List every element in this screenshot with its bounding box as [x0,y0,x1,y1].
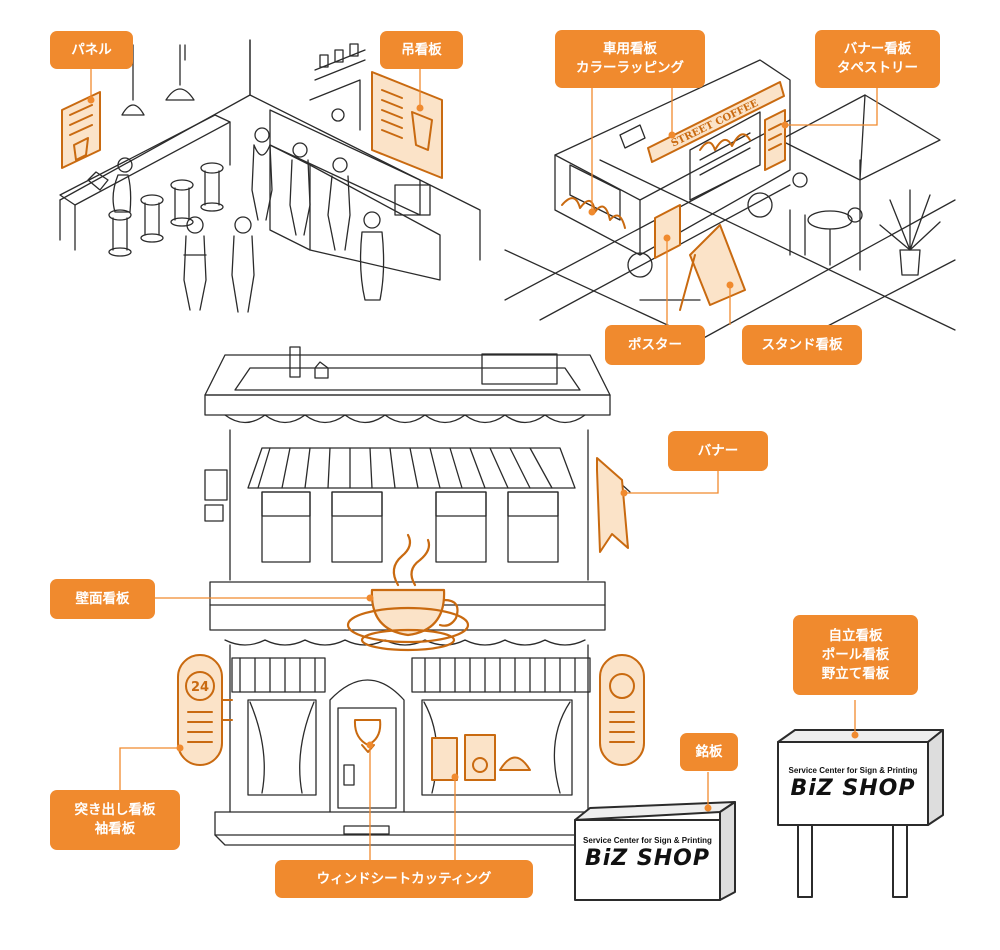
label-hanging-sign-text: 吊看板 [401,41,442,58]
label-banner-tapestry-line1: バナー看板 [843,41,912,57]
projecting-sign-right [599,654,645,766]
label-pole-line1: 自立看板 [828,627,883,644]
nameplate-tagline: Service Center for Sign & Printing [583,836,712,845]
label-vehicle-sign: 車用看板 カラーラッピング [555,30,705,88]
stand-sign [679,224,746,311]
label-window-cutting-text: ウィンドシートカッティング [316,870,492,887]
label-banner-tapestry-line2: タペストリー [837,60,918,76]
label-vehicle-line2: カラーラッピング [576,60,684,76]
label-vehicle-line1: 車用看板 [603,41,657,57]
label-pole-sign: 自立看板 ポール看板 野立て看板 [793,615,918,695]
projecting-sign-left [177,654,233,766]
nameplate-signboard [574,801,736,901]
connector-dots [87,96,859,812]
label-projecting-sign: 突き出し看板 袖看板 [50,790,180,850]
label-banner-text: バナー [697,442,739,459]
label-pole-line3: 野立て看板 [821,665,890,682]
label-banner-tapestry: バナー看板 タペストリー [815,30,940,88]
truck-poster [654,204,681,259]
connector-lines [90,63,878,860]
label-panel-text: パネル [71,41,112,58]
cafe-interior-scene [59,39,481,313]
label-stand-sign-text: スタンド看板 [761,336,843,353]
label-nameplate: 銘板 [680,733,738,771]
label-poster-text: ポスター [628,336,682,353]
label-pole-line2: ポール看板 [821,646,890,663]
pole-sign-text: Service Center for Sign & Printing BiZ S… [780,766,926,801]
nameplate-brand: BiZ SHOP [584,846,710,871]
pole-sign-brand: BiZ SHOP [790,776,916,801]
nameplate-sign-text: Service Center for Sign & Printing BiZ S… [577,836,718,871]
vertical-banner [596,457,629,553]
label-wall-sign: 壁面看板 [50,579,155,619]
wall-sign-coffee-cup [346,533,470,652]
label-stand-sign: スタンド看板 [742,325,862,365]
truck-roof-sign [647,81,785,163]
label-poster: ポスター [605,325,705,365]
pole-sign-tagline: Service Center for Sign & Printing [788,766,918,775]
label-window-cutting: ウィンドシートカッティング [275,860,533,898]
projecting-sign-number: 24 [191,680,209,695]
tapestry-banner [764,109,786,171]
label-banner: バナー [668,431,768,471]
hanging-sign [371,71,443,179]
label-nameplate-text: 銘板 [695,743,723,760]
panel-sign [61,91,101,169]
label-hanging-sign: 吊看板 [380,31,463,69]
label-projecting-line1: 突き出し看板 [74,802,156,818]
label-projecting-line2: 袖看板 [94,821,136,837]
truck-sign-text: STREET COFFEE [670,98,761,150]
pole-signboard [777,729,944,898]
label-wall-sign-text: 壁面看板 [75,590,130,607]
window-decals [431,734,531,781]
label-panel: パネル [50,31,133,69]
